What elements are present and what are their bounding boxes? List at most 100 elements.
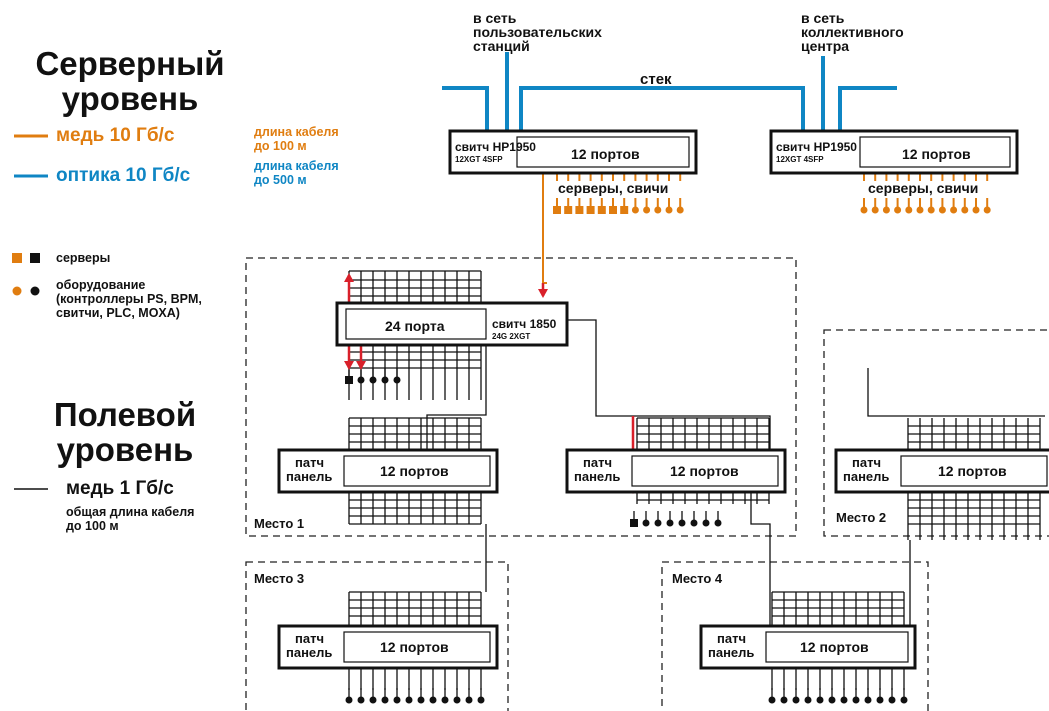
equipment-icon <box>702 519 710 527</box>
server-level-title-line1: Серверный <box>35 45 225 82</box>
patch2-label2: панель <box>574 469 620 484</box>
field-level-title: Полевой уровень <box>10 397 240 467</box>
patch-panel-place1-right[interactable] <box>565 448 787 494</box>
equipment-icon <box>357 696 365 704</box>
equipment-icon <box>905 206 913 214</box>
hp-switch-left[interactable] <box>448 129 698 175</box>
legend-equipment-line1: оборудование <box>56 278 146 292</box>
server-icon <box>586 206 595 214</box>
hp-right-model: 12XGT 4SFP <box>776 155 824 164</box>
server-orange-icon <box>12 253 22 263</box>
legend-equipment-line3: свитчи, PLC, MOXA) <box>56 306 180 320</box>
optics10-length-line1: длина кабеля <box>254 159 339 173</box>
copper10-length: длина кабеля до 100 м <box>254 125 339 153</box>
server-icon <box>620 206 629 214</box>
patch4-label1: патч <box>295 631 324 646</box>
equipment-icon <box>894 206 902 214</box>
equipment-icon <box>429 696 437 704</box>
hp-right-below: серверы, свичи <box>868 180 978 196</box>
server-icon <box>553 206 561 214</box>
place4-region <box>661 561 929 711</box>
patch-panel-place1-left[interactable] <box>277 448 499 494</box>
field-level-title-line1: Полевой <box>53 396 197 433</box>
equipment-icon <box>345 696 353 704</box>
equipment-icon <box>882 206 890 214</box>
equipment-icon <box>860 206 868 214</box>
patch4-label2: панель <box>286 645 332 660</box>
hp-switch-right[interactable] <box>769 129 1019 175</box>
server-icon <box>345 376 353 384</box>
patch3-label1: патч <box>852 455 881 470</box>
stack-label: стек <box>640 71 672 88</box>
patch-panel-place4[interactable] <box>699 624 917 670</box>
copper1-lines <box>348 270 1045 700</box>
optics10-label: оптика 10 Гб/с <box>56 165 191 186</box>
hp-right-name: свитч HP1950 <box>776 140 857 154</box>
place1-label: Место 1 <box>254 516 304 531</box>
equipment-icon <box>714 519 722 527</box>
place1-region <box>245 257 797 537</box>
legend-equipment: оборудование (контроллеры PS, BPM, свитч… <box>56 278 202 320</box>
switch-1850[interactable] <box>335 301 569 347</box>
uplink-place1-right <box>567 319 771 450</box>
equipment-icon <box>678 519 686 527</box>
place2-label: Место 2 <box>836 510 886 525</box>
equipment-icon <box>804 696 812 704</box>
equipment-icon <box>666 519 674 527</box>
equipment-orange-icon <box>12 286 22 296</box>
hp-right-ports: 12 портов <box>902 146 971 162</box>
patch5-ports: 12 портов <box>800 639 869 655</box>
hp-left-ports: 12 портов <box>571 146 640 162</box>
optics10-length-line2: до 500 м <box>254 173 307 187</box>
patch2-label1: патч <box>583 455 612 470</box>
equipment-icon <box>876 696 884 704</box>
patch-panel-place2[interactable] <box>834 448 1049 494</box>
equipment-icon <box>405 696 413 704</box>
patch2-ports: 12 портов <box>670 463 739 479</box>
legend-equipment-line2: (контроллеры PS, BPM, <box>56 292 202 306</box>
patch4-ports: 12 портов <box>380 639 449 655</box>
equipment-icon <box>393 696 401 704</box>
equipment-icon <box>961 206 969 214</box>
equipment-icon <box>768 696 776 704</box>
server-icon <box>564 206 573 214</box>
equipment-icon <box>983 206 991 214</box>
copper1-length-line2: до 100 м <box>66 519 119 533</box>
equipment-dots <box>345 376 908 704</box>
copper1-length-line1: общая длина кабеля <box>66 505 195 519</box>
patch-panel-place3[interactable] <box>277 624 499 670</box>
equipment-icon <box>453 696 461 704</box>
equipment-icon <box>417 696 425 704</box>
equipment-icon <box>369 696 377 704</box>
server-icon <box>630 519 638 527</box>
switch1850-model: 24G 2XGT <box>492 332 530 341</box>
server-icon <box>575 206 584 214</box>
patch1-ports: 12 портов <box>380 463 449 479</box>
patch1-label2: панель <box>286 469 332 484</box>
equipment-black-icon <box>30 286 40 296</box>
server-level-title: Серверный уровень <box>10 46 250 116</box>
patch3-label2: панель <box>843 469 889 484</box>
equipment-icon <box>381 696 389 704</box>
equipment-icon <box>654 519 662 527</box>
equipment-icon <box>381 376 389 384</box>
equipment-icon <box>852 696 860 704</box>
copper1-length: общая длина кабеля до 100 м <box>66 505 194 533</box>
equipment-icon <box>369 376 377 384</box>
legend-servers: серверы <box>56 251 111 265</box>
switch1850-name: свитч 1850 <box>492 317 557 331</box>
equipment-icon <box>665 206 673 214</box>
place4-label: Место 4 <box>672 571 723 586</box>
equipment-icon <box>972 206 980 214</box>
user-net-line3: станций <box>473 38 530 54</box>
equipment-icon <box>900 696 908 704</box>
uplink-place4 <box>750 492 771 626</box>
patch5-label1: патч <box>717 631 746 646</box>
optics10-length: длина кабеля до 500 м <box>254 159 339 187</box>
user-net-line1: в сеть <box>473 10 517 26</box>
equipment-icon <box>816 696 824 704</box>
patch3-ports: 12 портов <box>938 463 1007 479</box>
equipment-icon <box>465 696 473 704</box>
equipment-icon <box>690 519 698 527</box>
